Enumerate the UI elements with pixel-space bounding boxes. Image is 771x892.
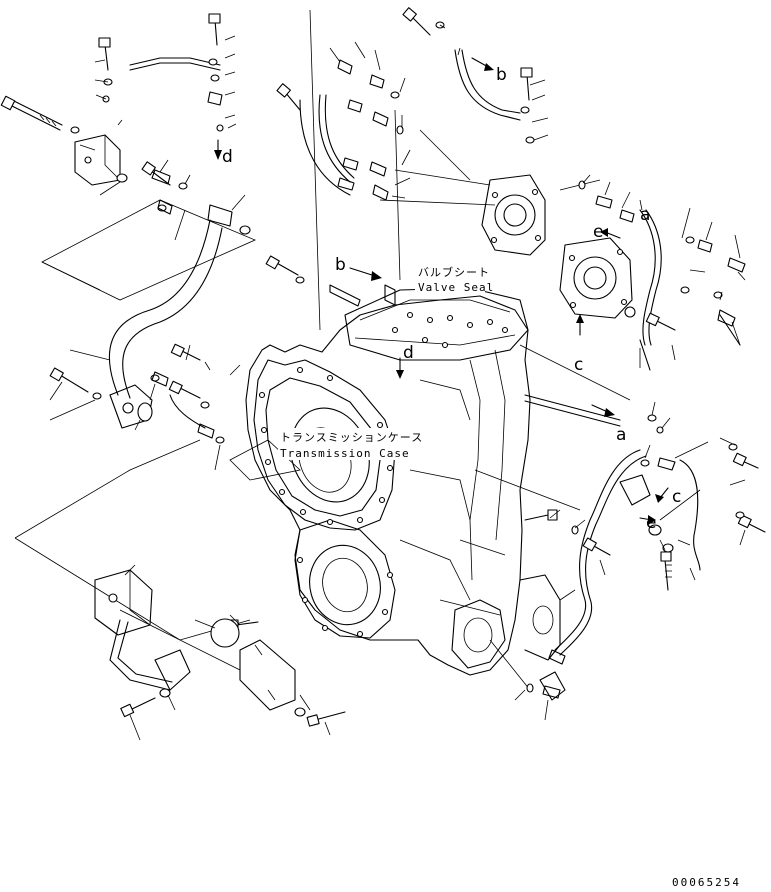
part-labels: バルブシート Valve Seal トランスミッションケース Transmiss… xyxy=(278,262,494,460)
valve-seal-label-jp: バルブシート xyxy=(418,265,490,279)
assembly-lines xyxy=(14,9,631,691)
pump-cover-lower xyxy=(559,237,633,319)
part-leaders xyxy=(49,24,746,741)
ref-a-upper: a xyxy=(640,205,650,225)
arrows xyxy=(214,57,669,525)
ref-d-center: d xyxy=(403,343,414,363)
bolts xyxy=(0,7,766,727)
pipes xyxy=(109,49,701,691)
pump-cover-upper xyxy=(481,174,546,256)
ref-e-upper: e xyxy=(593,222,603,242)
ref-c-upper: c xyxy=(574,355,583,375)
reference-letters: d b b a e c d a c e xyxy=(222,65,681,533)
bolt-threads xyxy=(39,114,672,578)
fittings xyxy=(151,59,746,699)
ref-e-lower: e xyxy=(646,513,656,533)
transmission-case-label-en: Transmission Case xyxy=(280,447,410,460)
bracket xyxy=(329,284,396,307)
ref-b-center: b xyxy=(335,255,346,275)
ref-a-lower: a xyxy=(616,425,626,445)
transmission-case-label-jp: トランスミッションケース xyxy=(280,431,423,444)
ref-c-lower: c xyxy=(672,487,681,507)
ref-b-upper: b xyxy=(496,65,507,85)
valve-seal-label-en: Valve Seal xyxy=(418,281,494,294)
drawing-code: 00065254 xyxy=(672,876,741,889)
ref-d-upper: d xyxy=(222,147,233,167)
washers-orings xyxy=(70,21,745,717)
blocks xyxy=(74,134,651,711)
